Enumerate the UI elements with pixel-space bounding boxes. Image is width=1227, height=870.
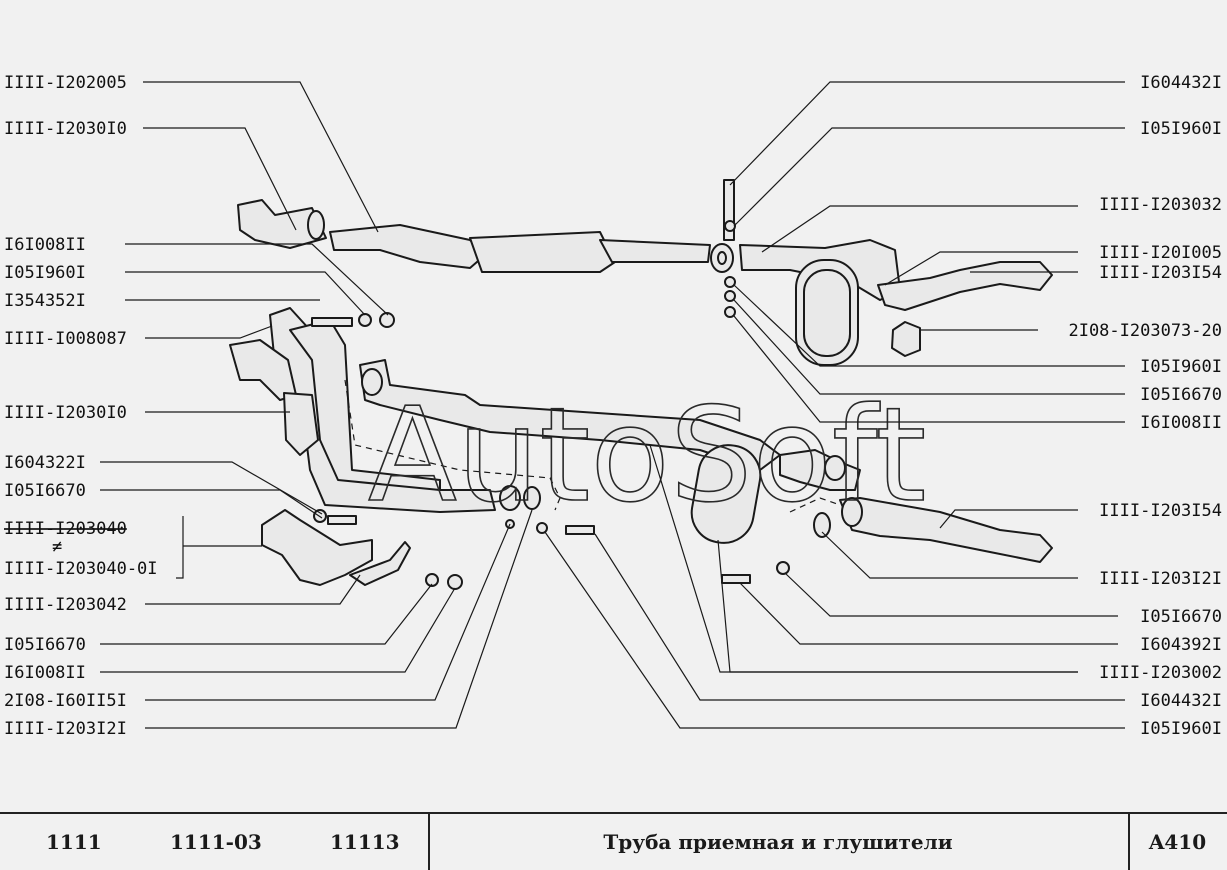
label-right-13: I604392I xyxy=(1140,635,1222,655)
label-right-1: I604432I xyxy=(1140,73,1222,93)
label-left-10: IIII-I203040 xyxy=(4,519,127,539)
label-left-15: 2I08-I60II5I xyxy=(4,691,127,711)
label-left-8: I604322I xyxy=(4,453,86,473)
or-mark: ≠ xyxy=(52,537,62,557)
label-right-15: I604432I xyxy=(1140,691,1222,711)
title-block: 1111 1111-03 11113 Труба приемная и глуш… xyxy=(0,812,1227,870)
label-right-11: IIII-I203I2I xyxy=(1099,569,1222,589)
label-right-8: I05I6670 xyxy=(1140,385,1222,405)
label-right-4: IIII-I20I005 xyxy=(1099,243,1222,263)
label-right-2: I05I960I xyxy=(1140,119,1222,139)
right-labels: I604432I I05I960I IIII-I203032 IIII-I20I… xyxy=(1068,73,1222,739)
middle-muffler xyxy=(690,444,1053,563)
label-right-9: I6I008II xyxy=(1140,413,1222,433)
label-right-7: I05I960I xyxy=(1140,357,1222,377)
label-left-2: IIII-I2030I0 xyxy=(4,119,127,139)
label-left-4: I05I960I xyxy=(4,263,86,283)
label-right-14: IIII-I203002 xyxy=(1099,663,1222,683)
label-left-16: IIII-I203I2I xyxy=(4,719,127,739)
model-1111-03: 1111-03 xyxy=(170,830,262,854)
label-right-16: I05I960I xyxy=(1140,719,1222,739)
page-title: Труба приемная и глушители xyxy=(603,830,953,854)
hardware-parts xyxy=(261,220,831,590)
model-11113: 11113 xyxy=(330,830,400,854)
label-left-6: IIII-I008087 xyxy=(4,329,127,349)
label-left-11: IIII-I203040-0I xyxy=(4,559,158,579)
label-left-9: I05I6670 xyxy=(4,481,86,501)
model-1111: 1111 xyxy=(46,830,102,854)
watermark-text: AutoSoft xyxy=(368,379,926,531)
dashed-alignment-lines xyxy=(344,379,841,513)
label-right-6: 2I08-I203073-20 xyxy=(1068,321,1222,341)
label-left-13: I05I6670 xyxy=(4,635,86,655)
right-leader-lines xyxy=(544,81,1125,729)
label-left-1: IIII-I202005 xyxy=(4,73,127,93)
label-left-3: I6I008II xyxy=(4,235,86,255)
footer-divider-right xyxy=(1128,814,1130,870)
rear-muffler-upper xyxy=(723,179,1053,366)
label-right-5: IIII-I203I54 xyxy=(1099,263,1222,283)
label-left-14: I6I008II xyxy=(4,663,86,683)
footer-divider-left xyxy=(428,814,430,870)
page-code: A410 xyxy=(1148,830,1207,854)
label-left-12: IIII-I203042 xyxy=(4,595,127,615)
label-left-7: IIII-I2030I0 xyxy=(4,403,127,423)
left-labels: IIII-I202005 IIII-I2030I0 I6I008II I05I9… xyxy=(4,73,158,739)
upper-exhaust-pipe-assembly xyxy=(237,199,734,273)
down-pipe-assembly xyxy=(229,307,781,513)
left-leader-lines xyxy=(100,81,533,729)
label-right-12: I05I6670 xyxy=(1140,607,1222,627)
label-left-5: I354352I xyxy=(4,291,86,311)
label-right-3: IIII-I203032 xyxy=(1099,195,1222,215)
label-right-10: IIII-I203I54 xyxy=(1099,501,1222,521)
